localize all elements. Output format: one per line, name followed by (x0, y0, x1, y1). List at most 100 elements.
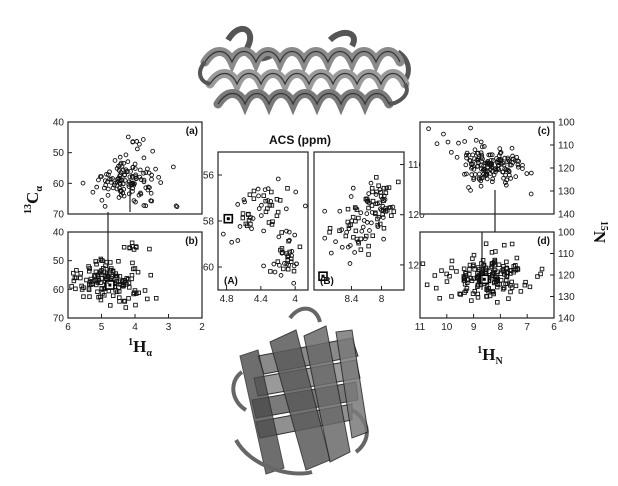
left-x-axis-label: 1Hα (128, 337, 152, 359)
xtick-label-b-3: 3 (166, 322, 172, 333)
data-point-A-29 (293, 189, 299, 195)
data-point-c-144 (487, 161, 493, 167)
data-point-B-67 (337, 208, 343, 214)
ytick-label-c-0: 100 (558, 118, 575, 129)
data-point-A-81 (241, 197, 247, 203)
ytick-label-a-3: 70 (53, 210, 65, 221)
data-point-B-12 (370, 198, 376, 204)
data-point-B-101 (322, 235, 328, 241)
data-point-B-96 (343, 233, 349, 239)
data-point-c-149 (503, 172, 508, 178)
data-point-c-127 (528, 170, 534, 176)
data-point-d-32 (527, 284, 533, 290)
ytick-label-B-1: 120 (408, 210, 425, 221)
xtick-label-d-2: 9 (471, 322, 477, 333)
data-point-b-127 (79, 283, 84, 289)
left-y-axis-label-main: C (23, 192, 42, 204)
data-point-a-65 (116, 168, 122, 173)
data-point-a-119 (117, 173, 122, 179)
data-point-a-101 (117, 154, 123, 160)
data-point-A-35 (284, 228, 289, 234)
data-point-c-141 (485, 165, 491, 171)
data-point-d-8 (522, 282, 528, 288)
data-point-d-89 (467, 262, 473, 268)
panel-label-b: (b) (185, 236, 198, 247)
data-point-d-85 (461, 266, 467, 272)
data-point-B-6 (381, 185, 387, 191)
data-point-B-31 (388, 205, 393, 210)
data-point-c-42 (510, 153, 515, 159)
data-point-c-153 (478, 139, 484, 145)
data-point-d-140 (475, 275, 480, 281)
data-point-A-9 (283, 206, 289, 212)
data-point-d-172 (483, 241, 489, 246)
ytick-label-c-1: 110 (558, 141, 574, 152)
data-point-b-115 (132, 266, 138, 271)
data-point-d-163 (490, 261, 496, 266)
data-point-a-20 (141, 170, 146, 176)
data-point-A-11 (265, 198, 271, 203)
data-point-c-135 (496, 157, 501, 163)
data-point-a-38 (141, 155, 147, 161)
xtick-label-b-1: 5 (99, 322, 105, 333)
data-point-B-34 (376, 183, 381, 188)
data-point-b-111 (94, 277, 100, 283)
data-point-a-125 (140, 137, 146, 142)
data-point-A-57 (276, 234, 282, 240)
data-point-d-69 (449, 265, 454, 271)
right-y-axis-label-sup: 15 (598, 221, 609, 231)
data-point-B-28 (380, 212, 385, 217)
data-point-d-72 (500, 286, 506, 292)
data-point-b-81 (98, 280, 103, 286)
data-point-a-46 (80, 180, 86, 186)
data-point-a-83 (145, 166, 150, 172)
data-point-b-100 (110, 274, 115, 279)
data-point-a-43 (127, 174, 133, 180)
data-point-b-116 (99, 286, 104, 291)
data-point-a-127 (173, 203, 179, 209)
data-point-a-73 (141, 177, 147, 183)
data-point-b-101 (86, 286, 92, 291)
data-point-c-121 (501, 175, 506, 181)
data-point-c-155 (456, 140, 461, 146)
data-point-d-159 (437, 296, 442, 301)
data-point-a-117 (148, 190, 154, 196)
data-point-B-56 (353, 228, 359, 234)
data-point-c-55 (468, 188, 473, 193)
data-point-b-117 (88, 276, 94, 282)
data-point-B-86 (363, 233, 369, 239)
data-point-b-10 (94, 261, 99, 267)
data-point-B-81 (348, 194, 354, 199)
right-y-axis-label: 15N (590, 221, 609, 244)
data-point-A-68 (278, 247, 283, 253)
data-point-a-54 (141, 203, 147, 208)
data-point-b-95 (114, 273, 120, 279)
data-point-A-86 (243, 221, 249, 227)
data-point-c-115 (479, 152, 485, 158)
data-point-c-82 (513, 174, 519, 179)
data-point-d-136 (439, 268, 444, 273)
panel-label-a: (a) (186, 126, 198, 137)
data-point-b-49 (127, 285, 132, 290)
data-point-B-88 (366, 252, 371, 257)
data-point-d-169 (462, 290, 467, 295)
data-point-c-61 (445, 139, 451, 145)
data-point-B-35 (380, 203, 386, 209)
data-point-d-143 (514, 255, 520, 261)
data-point-a-129 (143, 203, 149, 209)
data-point-B-25 (384, 185, 390, 191)
data-point-b-23 (78, 275, 83, 281)
data-point-A-13 (256, 206, 262, 211)
data-point-c-98 (467, 158, 472, 163)
data-point-d-164 (498, 277, 504, 283)
panel-frame-c (419, 121, 555, 215)
data-point-a-39 (138, 177, 144, 182)
data-point-d-119 (449, 258, 455, 264)
data-point-d-103 (500, 267, 505, 273)
data-point-B-42 (370, 189, 375, 195)
ytick-label-A-2: 60 (203, 263, 215, 274)
data-point-d-84 (539, 266, 545, 272)
data-point-a-30 (150, 148, 156, 154)
